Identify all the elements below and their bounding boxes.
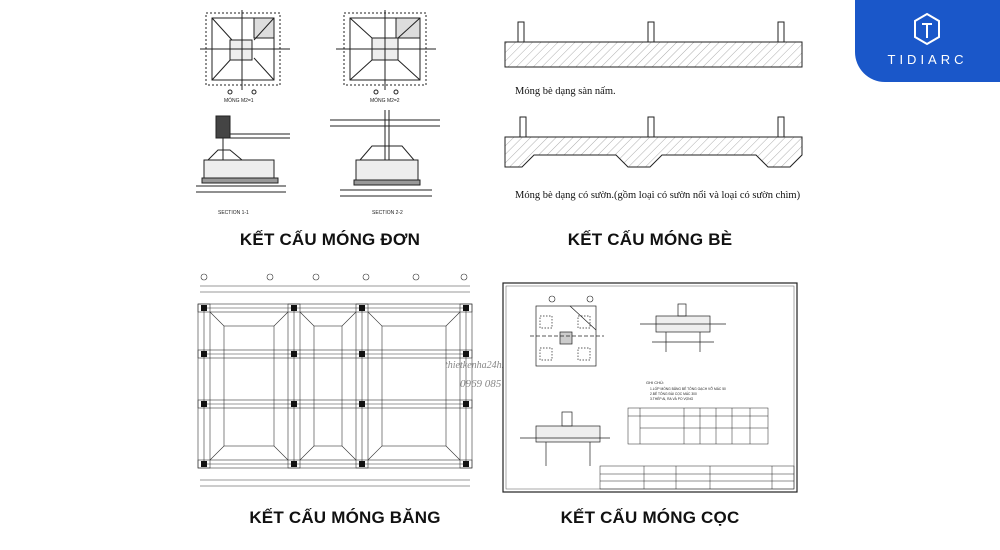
label-plan-right: MÓNG M2=2 (370, 97, 400, 104)
mong-coc-drawing: GHI CHÚ: 1.LỚP MÓNG BĂNG BÊ TÔNG GẠCH VỠ… (502, 282, 798, 493)
caption-mong-don: KẾT CẤU MÓNG ĐƠN (239, 230, 421, 249)
panel-mong-bang (190, 272, 480, 497)
caption-mong-bang: KẾT CẤU MÓNG BĂNG (249, 508, 441, 527)
note-mong-be-nam: Móng bè dạng sàn nấm. (515, 86, 616, 97)
logo-mark-icon (914, 12, 940, 46)
mong-bang-drawing (197, 273, 473, 487)
label-section-left: SECTION 1-1 (218, 210, 249, 216)
panel-mong-be (500, 15, 810, 215)
notes-title: GHI CHÚ: (646, 380, 664, 385)
watermark-site: thietkenha24h.net (445, 360, 517, 371)
note-mong-be-suon: Móng bè dạng có sườn.(gồm loại có sườn n… (515, 190, 801, 201)
panel-mong-coc: GHI CHÚ: 1.LỚP MÓNG BĂNG BÊ TÔNG GẠCH VỠ… (500, 280, 800, 495)
label-plan-left: MÓNG M2=1 (224, 97, 254, 104)
caption-mong-coc: KẾT CẤU MÓNG CỌC (560, 508, 740, 527)
brand-name: TIDIARC (887, 52, 968, 67)
mong-don-drawing: MÓNG M2=1 MÓNG M2=2 SECTION 1-1 (196, 10, 440, 216)
caption-mong-be: KẾT CẤU MÓNG BÈ (567, 230, 733, 249)
mong-be-drawing (504, 21, 803, 168)
note-3: 3.THÉP AI, RA VÀ PO VỌNG (650, 396, 694, 401)
panel-mong-don: MÓNG M2=1 MÓNG M2=2 SECTION 1-1 (190, 10, 460, 220)
brand-logo: TIDIARC (855, 0, 1000, 82)
note-1: 1.LỚP MÓNG BĂNG BÊ TÔNG GẠCH VỠ MÁC 50 (650, 386, 726, 391)
label-section-right: SECTION 2-2 (372, 210, 403, 216)
note-2: 2.BÊ TÔNG ĐÀI CỌC MÁC 300 (650, 391, 697, 396)
